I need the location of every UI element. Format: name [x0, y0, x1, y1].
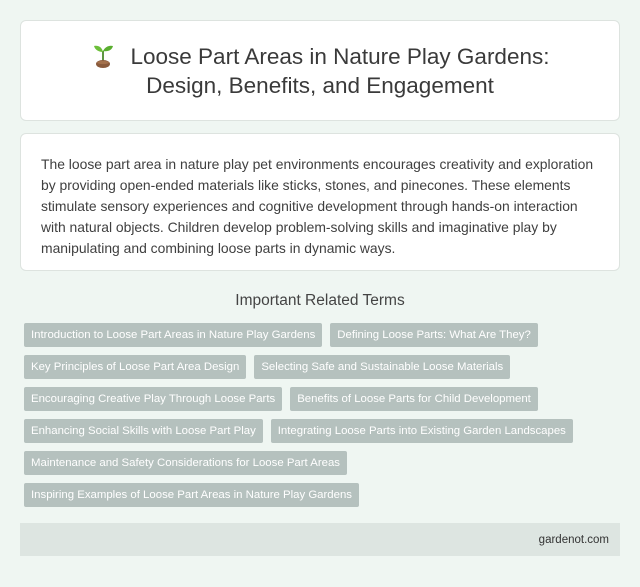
term-tag[interactable]: Defining Loose Parts: What Are They? [330, 323, 538, 347]
term-tag[interactable]: Benefits of Loose Parts for Child Develo… [290, 387, 538, 411]
title-card: Loose Part Areas in Nature Play Gardens:… [20, 20, 620, 121]
footer: gardenot.com [20, 523, 620, 556]
term-row: Inspiring Examples of Loose Part Areas i… [24, 483, 620, 507]
term-row: Maintenance and Safety Considerations fo… [24, 451, 620, 475]
term-row: Introduction to Loose Part Areas in Natu… [24, 323, 620, 347]
title-line-2: Design, Benefits, and Engagement [146, 72, 494, 98]
term-tag[interactable]: Inspiring Examples of Loose Part Areas i… [24, 483, 360, 507]
term-tag[interactable]: Maintenance and Safety Considerations fo… [24, 451, 347, 475]
term-tag[interactable]: Key Principles of Loose Part Area Design [24, 355, 247, 379]
term-tag[interactable]: Enhancing Social Skills with Loose Part … [24, 419, 263, 443]
term-tag[interactable]: Encouraging Creative Play Through Loose … [24, 387, 283, 411]
term-row: Encouraging Creative Play Through Loose … [24, 387, 620, 411]
page-title: Loose Part Areas in Nature Play Gardens:… [91, 42, 550, 100]
intro-paragraph: The loose part area in nature play pet e… [41, 156, 594, 256]
related-terms-list: Introduction to Loose Part Areas in Natu… [20, 323, 620, 515]
related-terms-heading: Important Related Terms [235, 292, 405, 309]
intro-card: The loose part area in nature play pet e… [20, 133, 620, 271]
footer-site-link[interactable]: gardenot.com [538, 533, 609, 546]
title-line-1: Loose Part Areas in Nature Play Gardens: [130, 43, 550, 69]
term-tag[interactable]: Introduction to Loose Part Areas in Natu… [24, 323, 323, 347]
term-row: Enhancing Social Skills with Loose Part … [24, 419, 620, 443]
term-tag[interactable]: Selecting Safe and Sustainable Loose Mat… [254, 355, 511, 379]
term-tag[interactable]: Integrating Loose Parts into Existing Ga… [270, 419, 573, 443]
term-row: Key Principles of Loose Part Area Design… [24, 355, 620, 379]
seedling-icon [93, 45, 113, 68]
